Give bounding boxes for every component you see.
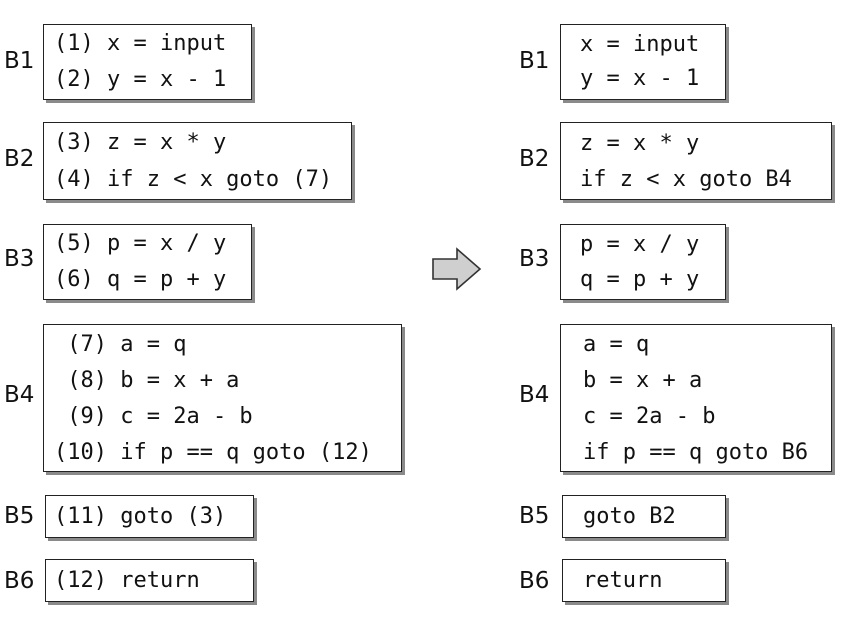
code-line: a = q bbox=[583, 332, 650, 357]
code-box: (12) return bbox=[45, 559, 254, 602]
code-box: x = input y = x - 1 bbox=[560, 24, 726, 100]
code-line: (4) if z < x goto (7) bbox=[54, 167, 333, 192]
block-label: B1 bbox=[519, 48, 550, 74]
block-label: B2 bbox=[4, 146, 35, 172]
code-box: (7) a = q (8) b = x + a (9) c = 2a - b (… bbox=[43, 324, 402, 472]
code-line: if z < x goto B4 bbox=[580, 167, 792, 192]
block-label: B3 bbox=[4, 246, 35, 272]
code-line: (5) p = x / y bbox=[54, 231, 227, 256]
code-box: return bbox=[562, 559, 726, 602]
code-line: (2) y = x - 1 bbox=[54, 67, 227, 92]
code-line: q = p + y bbox=[580, 267, 700, 292]
code-line: return bbox=[583, 568, 663, 593]
code-box: z = x * y if z < x goto B4 bbox=[560, 122, 832, 200]
code-line: goto B2 bbox=[583, 504, 676, 529]
code-line: (12) return bbox=[54, 568, 200, 593]
right-arrow-icon bbox=[432, 247, 482, 291]
code-box: a = q b = x + a c = 2a - b if p == q got… bbox=[560, 324, 832, 472]
code-line: y = x - 1 bbox=[580, 66, 700, 91]
code-box: goto B2 bbox=[562, 495, 726, 538]
code-box: (3) z = x * y (4) if z < x goto (7) bbox=[43, 122, 352, 200]
code-line: b = x + a bbox=[583, 368, 703, 393]
code-box: (11) goto (3) bbox=[45, 495, 254, 538]
block-label: B6 bbox=[4, 568, 35, 594]
code-line: (11) goto (3) bbox=[54, 504, 227, 529]
code-line: c = 2a - b bbox=[583, 404, 716, 429]
code-line: z = x * y bbox=[580, 131, 700, 156]
code-line: p = x / y bbox=[580, 232, 700, 257]
code-line: if p == q goto B6 bbox=[583, 440, 809, 465]
code-line: (10) if p == q goto (12) bbox=[54, 440, 372, 465]
block-label: B6 bbox=[519, 568, 550, 594]
code-box: (5) p = x / y (6) q = p + y bbox=[43, 224, 252, 300]
block-label: B3 bbox=[519, 246, 550, 272]
code-line: (6) q = p + y bbox=[54, 267, 227, 292]
code-line: (1) x = input bbox=[54, 31, 227, 56]
code-line: (7) a = q bbox=[54, 332, 187, 357]
code-line: (3) z = x * y bbox=[54, 130, 227, 155]
block-label: B2 bbox=[519, 146, 550, 172]
code-box: (1) x = input (2) y = x - 1 bbox=[43, 24, 252, 100]
code-box: p = x / y q = p + y bbox=[560, 224, 726, 300]
block-label: B4 bbox=[4, 382, 35, 408]
block-label: B5 bbox=[519, 503, 550, 529]
block-label: B5 bbox=[4, 503, 35, 529]
block-label: B4 bbox=[519, 382, 550, 408]
block-label: B1 bbox=[4, 48, 35, 74]
code-line: x = input bbox=[580, 32, 700, 57]
code-line: (8) b = x + a bbox=[54, 368, 240, 393]
code-line: (9) c = 2a - b bbox=[54, 404, 253, 429]
